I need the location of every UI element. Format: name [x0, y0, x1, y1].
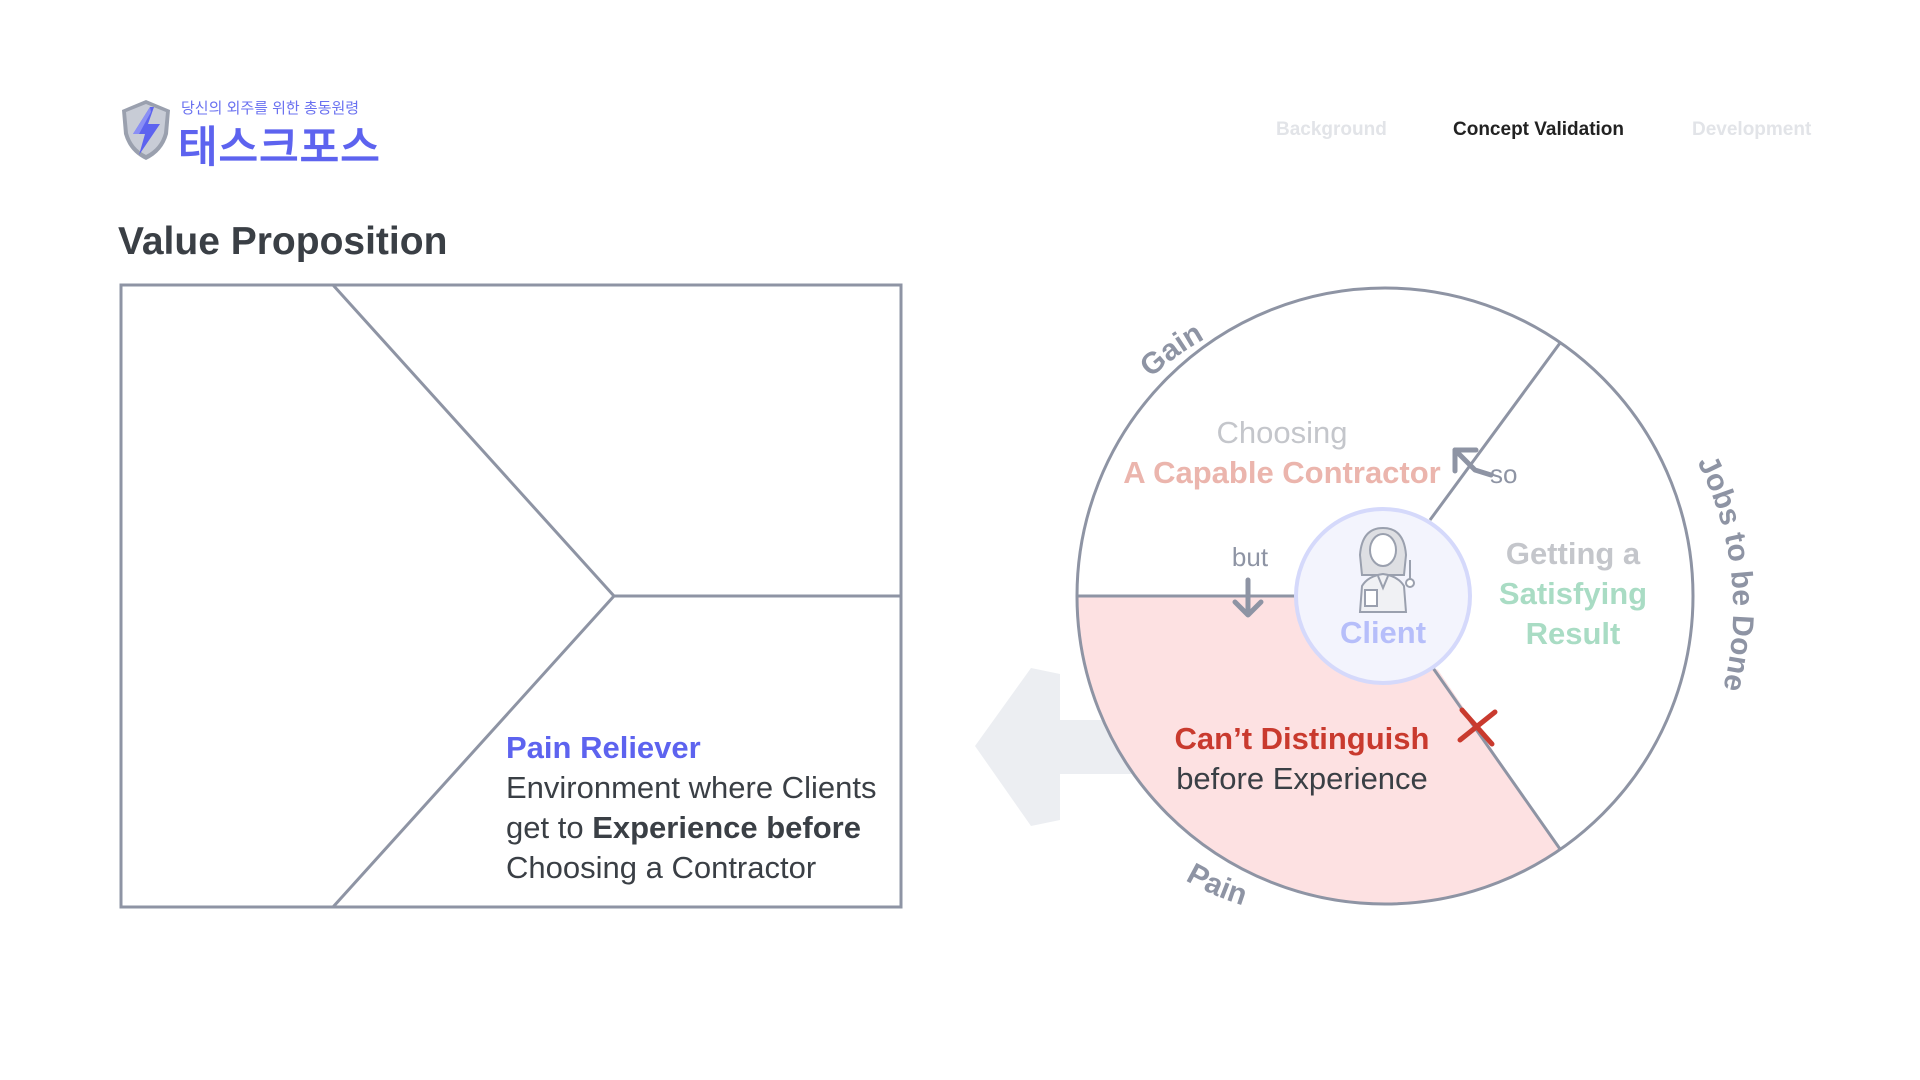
- gain-text-line-1: Choosing: [1217, 415, 1348, 450]
- jobs-text-line-3: Result: [1526, 616, 1621, 651]
- pain-reliever-line-3: Choosing a Contractor: [506, 850, 816, 885]
- nav-tab-concept-validation[interactable]: Concept Validation: [1453, 119, 1625, 140]
- pain-reliever-heading: Pain Reliever: [506, 730, 701, 765]
- so-arrow-icon: [1452, 447, 1494, 478]
- so-label: so: [1490, 459, 1517, 489]
- logo: 당신의 외주를 위한 총동원령 태스크포스: [118, 95, 388, 172]
- jobs-label: Jobs to be Done: [1691, 450, 1759, 694]
- jobs-text-line-2: Satisfying: [1499, 576, 1647, 611]
- logo-name: 태스크포스: [178, 124, 381, 172]
- but-label: but: [1232, 542, 1269, 572]
- but-arrow-icon: [1232, 577, 1264, 618]
- pain-reliever-line-2-prefix: get to: [506, 810, 592, 845]
- pain-reliever-line-1: Environment where Clients: [506, 770, 876, 805]
- jobs-text-line-1: Getting a: [1506, 536, 1641, 571]
- pain-reliever-line-2-bold: Experience before: [592, 810, 861, 845]
- pain-text-line-2: before Experience: [1176, 761, 1428, 796]
- gain-text-line-2: A Capable Contractor: [1123, 455, 1441, 490]
- client-avatar-icon: [1358, 526, 1415, 613]
- pain-reliever-line-2: get to Experience before: [506, 810, 861, 845]
- fit-arrow-icon: [975, 668, 1146, 826]
- logo-tagline: 당신의 외주를 위한 총동원령: [181, 100, 360, 117]
- customer-profile: [1075, 286, 1695, 906]
- page-title: Value Proposition: [118, 220, 448, 263]
- jobs-label-text: Jobs to be Done: [1691, 450, 1759, 694]
- nav-tab-development[interactable]: Development: [1692, 119, 1812, 140]
- client-label: Client: [1340, 615, 1426, 650]
- value-map: [119, 283, 903, 909]
- cross-icon: [1457, 707, 1498, 747]
- lightning-shield-icon: [122, 100, 170, 160]
- nav-tab-background[interactable]: Background: [1276, 119, 1387, 140]
- pain-text-line-1: Can’t Distinguish: [1175, 721, 1430, 756]
